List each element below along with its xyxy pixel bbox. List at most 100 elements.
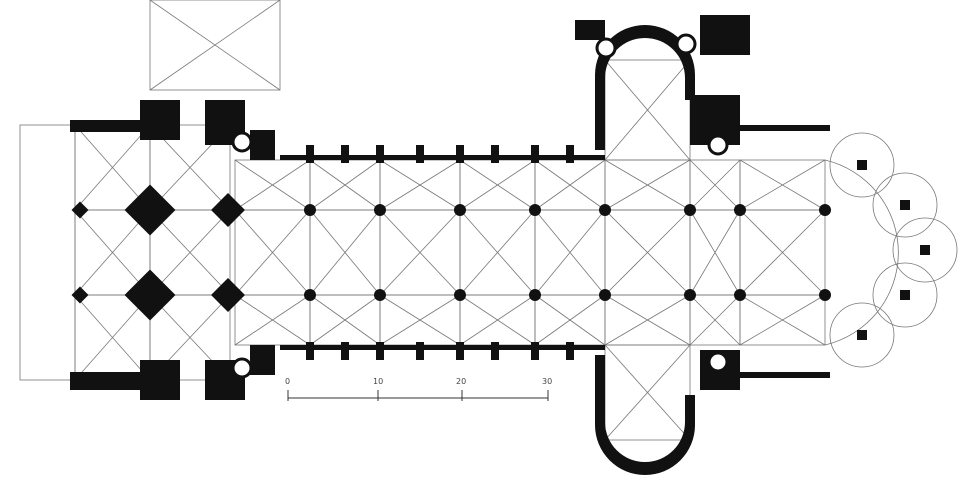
vault-bay bbox=[149, 0, 281, 91]
scale-label-30: 30 bbox=[542, 377, 552, 386]
walls bbox=[70, 15, 930, 475]
wall-mass bbox=[250, 130, 275, 160]
scale-label-10: 10 bbox=[373, 377, 383, 386]
wall-mass bbox=[250, 345, 275, 375]
pier bbox=[734, 289, 746, 301]
chapel-buttress bbox=[920, 245, 930, 255]
vault-rib bbox=[689, 209, 741, 296]
wall-mass bbox=[140, 360, 180, 400]
vault-rib bbox=[534, 294, 606, 346]
radiating-chapel bbox=[829, 132, 895, 198]
buttress bbox=[341, 145, 349, 163]
stair-turret bbox=[231, 131, 253, 153]
pier bbox=[599, 289, 611, 301]
vault-rib bbox=[149, 209, 231, 296]
north-transept-wall bbox=[595, 25, 695, 150]
vault-rib bbox=[604, 209, 691, 296]
pier bbox=[819, 204, 831, 216]
pier bbox=[211, 193, 245, 227]
vault-rib bbox=[379, 209, 461, 296]
choir-north-wall bbox=[740, 125, 830, 131]
buttress bbox=[491, 145, 499, 163]
radiating-chapel bbox=[829, 302, 895, 368]
piers bbox=[71, 33, 831, 379]
pier bbox=[454, 289, 466, 301]
buttress bbox=[341, 342, 349, 360]
buttress bbox=[456, 145, 464, 163]
wall-mass bbox=[575, 20, 605, 40]
radiating-chapel bbox=[872, 262, 938, 328]
choir-south-wall bbox=[740, 372, 830, 378]
scale-bar bbox=[287, 390, 549, 401]
pier bbox=[304, 289, 316, 301]
vault-rib bbox=[459, 209, 536, 296]
vault-ribs bbox=[19, 0, 958, 441]
buttress bbox=[376, 145, 384, 163]
vault-rib bbox=[534, 209, 606, 296]
vault-rib bbox=[739, 159, 826, 211]
buttress bbox=[416, 342, 424, 360]
pier bbox=[684, 289, 696, 301]
wall-mass bbox=[70, 372, 160, 390]
stair-turret bbox=[675, 33, 697, 55]
vault-rib bbox=[739, 294, 826, 346]
chapel-buttress bbox=[857, 330, 867, 340]
vault-rib bbox=[74, 124, 151, 211]
pier bbox=[734, 204, 746, 216]
vault-rib bbox=[234, 209, 311, 296]
vault-rib bbox=[309, 159, 381, 211]
chapel-buttress bbox=[900, 290, 910, 300]
vault-rib bbox=[149, 0, 281, 91]
wall-mass bbox=[70, 120, 160, 132]
wall-mass bbox=[700, 15, 750, 55]
vault-rib bbox=[74, 294, 151, 381]
buttress bbox=[376, 342, 384, 360]
pier bbox=[374, 204, 386, 216]
pier bbox=[304, 204, 316, 216]
pier bbox=[529, 204, 541, 216]
vault-rib bbox=[379, 159, 461, 211]
stair-turret bbox=[595, 37, 617, 59]
vault-rib bbox=[534, 159, 606, 211]
pier bbox=[599, 204, 611, 216]
vault-rib bbox=[689, 294, 741, 346]
radiating-chapel bbox=[872, 172, 938, 238]
buttress bbox=[531, 145, 539, 163]
vault-rib bbox=[309, 294, 381, 346]
pier bbox=[819, 289, 831, 301]
vault-rib bbox=[309, 209, 381, 296]
wall-mass bbox=[140, 100, 180, 140]
vault-rib bbox=[604, 344, 691, 441]
vault-rib bbox=[74, 209, 151, 296]
chapel-buttress bbox=[900, 200, 910, 210]
vault-rib bbox=[739, 209, 826, 296]
vault-bay bbox=[149, 294, 231, 381]
buttress bbox=[566, 342, 574, 360]
pier bbox=[454, 204, 466, 216]
pier bbox=[374, 289, 386, 301]
south-aisle-wall bbox=[280, 345, 605, 350]
pier bbox=[124, 184, 176, 236]
pier bbox=[124, 269, 176, 321]
pier bbox=[684, 204, 696, 216]
apse-arc bbox=[824, 159, 899, 346]
pier bbox=[211, 278, 245, 312]
vault-bay bbox=[739, 294, 826, 346]
buttress bbox=[491, 342, 499, 360]
vault-rib bbox=[689, 159, 741, 211]
north-aisle-wall bbox=[280, 155, 605, 160]
scale-label-0: 0 bbox=[285, 377, 290, 386]
narthex-outline bbox=[19, 124, 76, 381]
scale-label-20: 20 bbox=[456, 377, 466, 386]
stair-turret bbox=[231, 357, 253, 379]
pier bbox=[71, 201, 89, 219]
buttress bbox=[566, 145, 574, 163]
vault-rib bbox=[604, 159, 691, 211]
buttress bbox=[456, 342, 464, 360]
vault-rib bbox=[234, 294, 311, 346]
vault-rib bbox=[379, 294, 461, 346]
vault-rib bbox=[604, 59, 691, 161]
buttress bbox=[306, 145, 314, 163]
radiating-chapel bbox=[892, 217, 958, 283]
